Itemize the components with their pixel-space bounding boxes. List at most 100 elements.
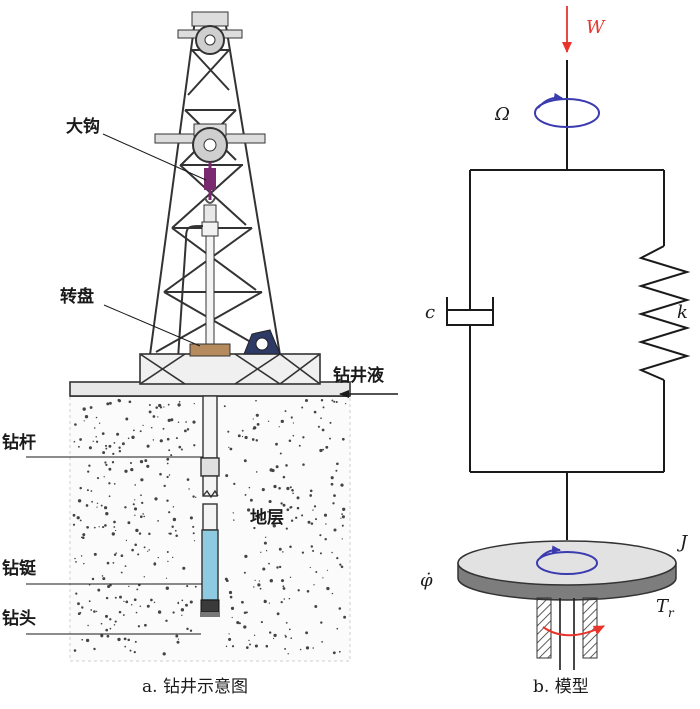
formation-speckle: [278, 426, 280, 428]
formation-speckle: [150, 598, 153, 602]
formation-speckle: [134, 514, 136, 516]
formation-speckle: [312, 509, 314, 511]
formation-speckle: [170, 454, 173, 457]
formation-speckle: [244, 554, 248, 559]
formation-speckle: [186, 428, 190, 431]
formation-speckle: [88, 446, 92, 450]
formation-speckle: [186, 585, 189, 588]
formation-speckle: [109, 627, 112, 630]
formation-speckle: [298, 444, 301, 447]
formation-speckle: [88, 584, 91, 586]
formation-speckle: [251, 438, 255, 441]
formation-speckle: [276, 612, 280, 616]
formation-speckle: [120, 571, 123, 574]
formation-speckle: [236, 621, 240, 625]
formation-speckle: [326, 586, 330, 591]
formation-speckle: [280, 600, 283, 604]
formation-speckle: [288, 439, 292, 442]
formation-speckle: [141, 461, 143, 463]
formation-speckle: [230, 606, 235, 611]
formation-speckle: [134, 640, 137, 643]
formation-speckle: [336, 627, 339, 630]
formation-speckle: [92, 440, 94, 442]
formation-speckle: [102, 577, 106, 581]
drill-collar: [201, 529, 219, 601]
formation-speckle: [85, 504, 89, 507]
formation-speckle: [274, 518, 277, 520]
formation-speckle: [77, 445, 80, 448]
formation-speckle: [286, 508, 290, 512]
formation-speckle: [248, 639, 250, 642]
formation-speckle: [257, 583, 261, 587]
formation-speckle: [73, 649, 77, 652]
formation-speckle: [82, 407, 86, 411]
label-turntable: 转盘: [60, 286, 94, 307]
rig-floor: [69, 353, 351, 397]
formation-speckle: [93, 552, 97, 556]
formation-speckle: [302, 463, 305, 466]
formation-speckle: [143, 576, 146, 578]
formation-speckle: [175, 634, 179, 638]
formation-speckle: [93, 610, 96, 613]
formation-speckle: [80, 555, 83, 557]
formation-speckle: [229, 447, 233, 451]
formation-speckle: [134, 543, 137, 547]
formation-speckle: [254, 644, 258, 648]
formation-speckle: [122, 614, 125, 616]
formation-speckle: [267, 420, 270, 422]
formation-speckle: [177, 602, 180, 605]
symbol-weight: W: [586, 17, 606, 38]
formation-speckle: [153, 601, 156, 604]
formation-speckle: [175, 437, 178, 440]
formation-speckle: [341, 524, 344, 527]
formation-speckle: [280, 502, 283, 505]
formation-speckle: [101, 575, 104, 577]
drill-bit-base: [200, 612, 220, 617]
formation-speckle: [140, 494, 142, 497]
formation-speckle: [72, 513, 76, 517]
formation-speckle: [310, 522, 314, 525]
formation-speckle: [181, 614, 183, 616]
formation-speckle: [288, 628, 291, 631]
formation-speckle: [253, 426, 257, 430]
formation-speckle: [178, 445, 182, 449]
formation-speckle: [86, 489, 89, 492]
formation-speckle: [130, 467, 134, 472]
symbol-damping: c: [425, 302, 435, 323]
formation-speckle: [152, 415, 156, 418]
formation-speckle: [256, 422, 260, 426]
formation-speckle: [72, 523, 76, 526]
formation-speckle: [106, 634, 110, 638]
formation-speckle: [292, 434, 295, 437]
formation-speckle: [301, 514, 304, 517]
formation-speckle: [245, 611, 248, 614]
formation-speckle: [124, 565, 127, 567]
formation-speckle: [108, 495, 111, 498]
formation-speckle: [343, 615, 347, 619]
formation-speckle: [297, 589, 300, 592]
formation-speckle: [159, 406, 163, 409]
formation-speckle: [109, 584, 112, 587]
formation-speckle: [98, 526, 100, 528]
formation-speckle: [189, 629, 193, 632]
formation-speckle: [228, 590, 233, 595]
top-rotation-icon: [534, 92, 600, 128]
formation-speckle: [283, 598, 286, 600]
formation-speckle: [166, 457, 170, 461]
formation-speckle: [132, 503, 135, 506]
formation-speckle: [105, 614, 108, 618]
formation-speckle: [84, 415, 89, 419]
label-hook: 大钩: [66, 116, 100, 137]
formation-speckle: [304, 398, 309, 403]
formation-speckle: [143, 546, 146, 549]
formation-speckle: [133, 650, 136, 654]
formation-speckle: [165, 586, 169, 590]
formation-speckle: [244, 493, 247, 496]
formation-speckle: [158, 403, 162, 408]
formation-speckle: [113, 553, 117, 557]
formation-speckle: [260, 621, 263, 624]
inertia-disk: [457, 540, 677, 601]
formation-speckle: [244, 435, 248, 440]
formation-speckle: [135, 528, 139, 533]
formation-speckle: [253, 634, 256, 637]
